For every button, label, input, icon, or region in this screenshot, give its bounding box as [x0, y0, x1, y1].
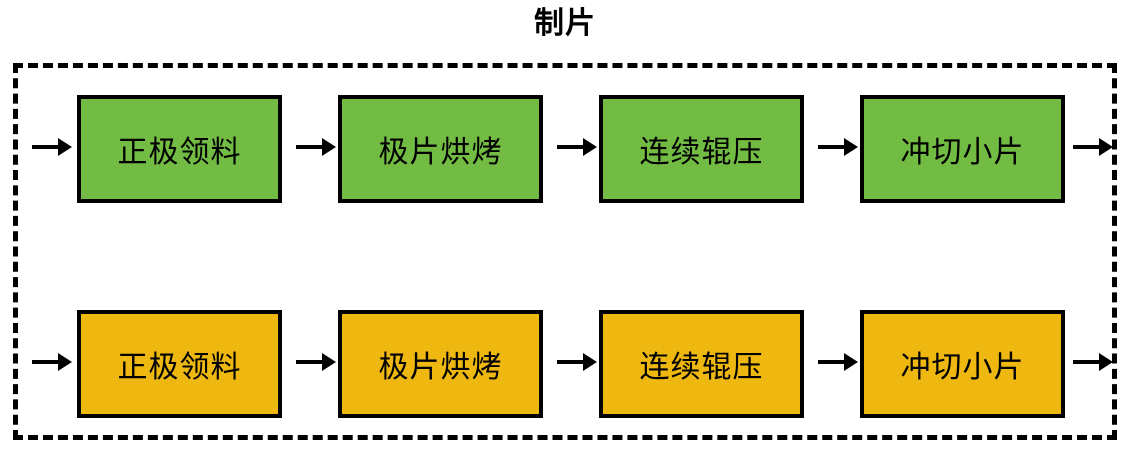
arrow-head: [58, 353, 72, 371]
arrow-shaft: [1073, 145, 1103, 149]
process-step-green-1[interactable]: 正极领料: [77, 95, 282, 203]
process-step-green-2[interactable]: 极片烘烤: [338, 95, 543, 203]
arrow-head: [1099, 138, 1113, 156]
arrow-shaft: [32, 145, 62, 149]
process-step-orange-4[interactable]: 冲切小片: [860, 310, 1065, 418]
process-step-orange-2[interactable]: 极片烘烤: [338, 310, 543, 418]
arrow-shaft: [296, 360, 326, 364]
arrow-shaft: [818, 360, 848, 364]
arrow-right-icon: [282, 95, 338, 203]
page-title: 制片: [534, 6, 596, 41]
arrow-right-icon: [804, 95, 860, 203]
process-row-orange: 正极领料 极片烘烤 连续辊压 冲切小片: [18, 310, 1122, 418]
arrow-head: [844, 353, 858, 371]
arrow-right-icon: [543, 310, 599, 418]
arrow-shaft: [32, 360, 62, 364]
arrow-right-icon: [282, 310, 338, 418]
process-row-green: 正极领料 极片烘烤 连续辊压 冲切小片: [18, 95, 1122, 203]
arrow-right-icon: [18, 310, 77, 418]
arrow-right-icon: [804, 310, 860, 418]
arrow-shaft: [296, 145, 326, 149]
arrow-head: [1099, 353, 1113, 371]
process-step-green-3[interactable]: 连续辊压: [599, 95, 804, 203]
arrow-head: [844, 138, 858, 156]
arrow-right-icon: [543, 95, 599, 203]
arrow-head: [583, 138, 597, 156]
arrow-right-icon: [1065, 95, 1117, 203]
arrow-head: [58, 138, 72, 156]
process-step-orange-1[interactable]: 正极领料: [77, 310, 282, 418]
arrow-shaft: [557, 360, 587, 364]
arrow-head: [583, 353, 597, 371]
arrow-shaft: [818, 145, 848, 149]
process-step-green-4[interactable]: 冲切小片: [860, 95, 1065, 203]
process-step-orange-3[interactable]: 连续辊压: [599, 310, 804, 418]
arrow-head: [322, 353, 336, 371]
arrow-head: [322, 138, 336, 156]
process-group-container: 正极领料 极片烘烤 连续辊压 冲切小片 正极领料: [13, 63, 1117, 440]
arrow-right-icon: [18, 95, 77, 203]
arrow-right-icon: [1065, 310, 1117, 418]
arrow-shaft: [557, 145, 587, 149]
arrow-shaft: [1073, 360, 1103, 364]
